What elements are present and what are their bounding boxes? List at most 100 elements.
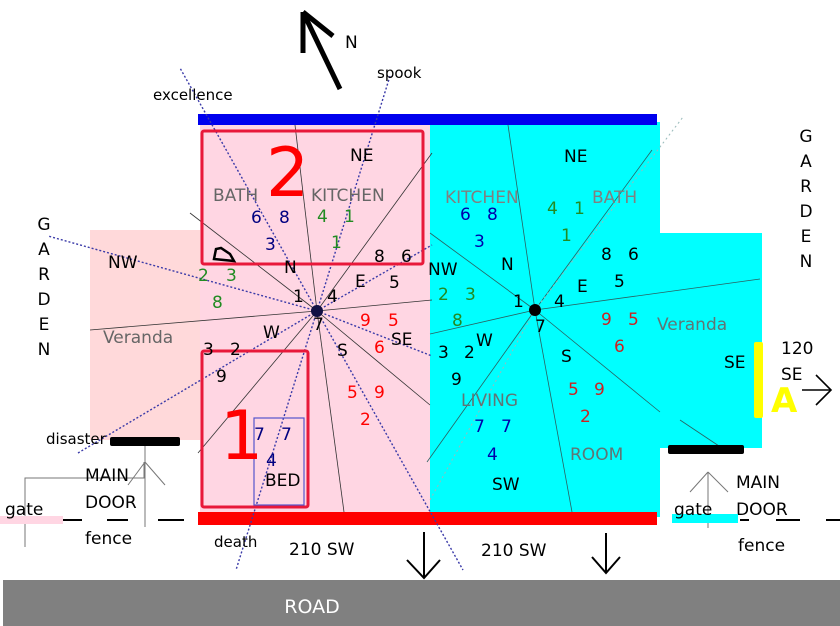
sector-label-disaster: disaster [46, 430, 107, 448]
grid-number: 2 [438, 285, 449, 305]
garden-right-letter: G [799, 127, 812, 147]
grid-number: 3 [226, 266, 237, 286]
grid-number: 9 [374, 383, 385, 403]
left-direction-nw: NW [108, 253, 138, 273]
left-entry-arrow-icon [24, 446, 166, 547]
side-entry-door [754, 342, 763, 418]
right-room-bath: BATH [592, 188, 637, 208]
garden-right-label: G A R D E N [799, 127, 812, 272]
grid-number: 6 [374, 338, 385, 358]
left-room-veranda: Veranda [103, 328, 173, 348]
grid-number: 4 [327, 287, 338, 307]
left-room-kitchen: KITCHEN [311, 186, 385, 206]
grid-number: 6 [251, 208, 262, 228]
room-2-border [200, 129, 425, 266]
grid-number: 9 [594, 380, 605, 400]
grid-number: 8 [487, 205, 498, 225]
right-sector-dotted-lines [429, 116, 684, 501]
grid-number: 3 [438, 343, 449, 363]
right-direction-n: N [501, 255, 514, 275]
grid-number: 3 [474, 232, 485, 252]
garden-left-letter: G [37, 215, 50, 235]
hand-drawn-shape [212, 246, 237, 263]
grid-number: 5 [568, 380, 579, 400]
left-direction-e: E [355, 272, 366, 292]
grid-number: 2 [198, 266, 209, 286]
right-grid-nw: 2 3 8 [438, 285, 476, 331]
left-main-door-label-1: MAIN [85, 466, 129, 486]
right-room-living: LIVING [461, 391, 518, 411]
left-grid-se: 9 5 6 [360, 311, 399, 358]
left-gate-bar [0, 516, 63, 524]
grid-number: 1 [344, 207, 355, 227]
garden-left-letter: D [37, 290, 50, 310]
grid-number: 1 [574, 199, 585, 219]
right-gate-bar [672, 514, 738, 523]
right-fence-label: fence [738, 536, 785, 556]
grid-number: 2 [360, 410, 371, 430]
north-wall [198, 114, 657, 125]
room-1-border [200, 349, 310, 509]
garden-right-letter: R [800, 177, 812, 197]
left-fence-label: fence [85, 529, 132, 549]
grid-number: 5 [388, 311, 399, 331]
grid-number: 5 [389, 273, 400, 293]
left-direction-s: S [337, 341, 348, 361]
left-grid-s: 5 9 2 [347, 383, 385, 430]
bed-border [253, 417, 305, 506]
room-1-marker: 1 [220, 397, 263, 476]
grid-number: 4 [554, 292, 565, 312]
right-main-door-label-1: MAIN [736, 473, 780, 493]
grid-number: 8 [374, 247, 385, 267]
sector-label-spook: spook [377, 64, 422, 82]
grid-number: 6 [401, 247, 412, 267]
right-down-arrow-icon [591, 533, 621, 575]
garden-right-letter: N [800, 252, 813, 272]
right-veranda-notch [660, 448, 665, 458]
left-direction-n: N [284, 258, 297, 278]
grid-number: 9 [360, 311, 371, 331]
grid-number: 1 [561, 226, 572, 246]
left-grid-bed: 7 7 4 [254, 425, 292, 471]
sector-label-death: death [214, 533, 257, 551]
sector-label-excellence: excellence [153, 86, 233, 104]
grid-number: 4 [487, 445, 498, 465]
grid-number: 8 [452, 311, 463, 331]
right-direction-se: SE [724, 353, 746, 373]
grid-number: 7 [281, 425, 292, 445]
left-down-arrow-icon [406, 532, 441, 580]
right-compass-center [529, 304, 541, 316]
grid-number: 7 [313, 315, 324, 335]
left-grid-ne: 4 1 1 [317, 207, 355, 253]
garden-right-letter: E [801, 227, 812, 247]
left-gate-label: gate [5, 500, 43, 520]
grid-number: 7 [535, 317, 546, 337]
grid-number: 5 [347, 383, 358, 403]
right-direction-s: S [561, 347, 572, 367]
right-house-area [430, 122, 660, 517]
grid-number: 5 [614, 272, 625, 292]
left-direction-se: SE [391, 330, 413, 350]
left-grid-e: 8 6 5 [374, 247, 412, 293]
grid-number: 6 [628, 245, 639, 265]
right-direction-sw: SW [492, 475, 520, 495]
right-grid-ne: 4 1 1 [547, 199, 585, 246]
right-direction-w: W [476, 331, 493, 351]
room-2-marker: 2 [266, 134, 309, 213]
left-main-door-label-2: DOOR [85, 493, 137, 513]
side-entry-degrees: 120 [781, 339, 813, 359]
grid-number: 7 [254, 425, 265, 445]
right-gate-label: gate [674, 500, 712, 520]
grid-number: 2 [580, 407, 591, 427]
grid-number: 4 [317, 207, 328, 227]
left-grid-w: 3 2 9 [203, 340, 241, 387]
right-room-veranda: Veranda [657, 315, 727, 335]
grid-number: 1 [331, 233, 342, 253]
garden-left-letter: A [38, 240, 50, 260]
left-direction-w: W [263, 323, 280, 343]
left-room-bath: BATH [213, 186, 258, 206]
grid-number: 1 [513, 292, 524, 312]
grid-number: 9 [216, 367, 227, 387]
left-direction-ne: NE [350, 146, 373, 166]
